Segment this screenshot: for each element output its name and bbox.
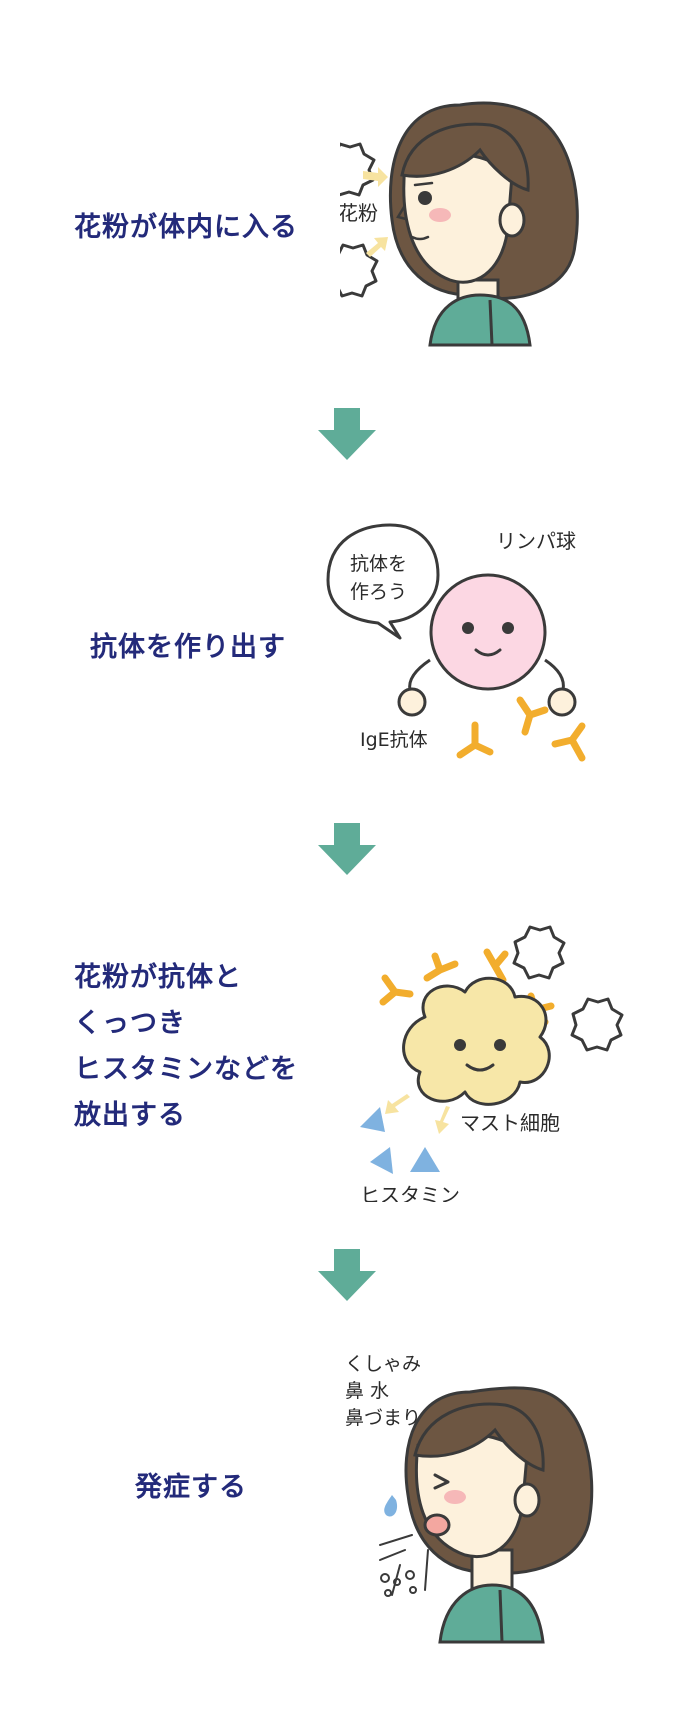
step-4-illustration: くしゃみ 鼻 水 鼻づまり [345, 1353, 594, 1644]
symptom-3: 鼻づまり [345, 1407, 421, 1429]
step-3-line-1: 花粉が抗体と [74, 962, 242, 993]
histamine-icon [360, 1107, 440, 1174]
down-arrow-icon [318, 823, 376, 875]
step-2-text: 抗体を作り出す [90, 625, 286, 671]
symptom-1: くしゃみ [345, 1353, 421, 1375]
down-arrow-icon [318, 408, 376, 460]
step-4-text: 発症する [135, 1465, 247, 1511]
mast-cell-label: マスト細胞 [460, 1111, 560, 1135]
step-2-illustration: 抗体を 作ろう リンパ球 IgE抗体 [326, 523, 586, 762]
pollen-label: 花粉 [340, 201, 378, 225]
step-4: 発症する くしゃみ 鼻 水 鼻づまり [0, 1330, 678, 1720]
ige-antibody-label: IgE抗体 [360, 729, 428, 751]
step-2: 抗体を作り出す 抗体を 作ろう リンパ球 IgE抗体 [0, 480, 678, 810]
step-2-line-1: 抗体を作り出す [90, 632, 286, 663]
lymphocyte-label: リンパ球 [496, 529, 576, 553]
step-3-illustration: マスト細胞 ヒスタミン [360, 925, 624, 1202]
mast-cell [402, 976, 551, 1106]
step-3-line-2: くっつき [74, 1008, 186, 1039]
step-4-line-1: 発症する [135, 1472, 247, 1503]
step-1-text: 花粉が体内に入る [74, 205, 298, 251]
pollen-icon [340, 142, 376, 197]
step-3-line-4: 放出する [74, 1100, 186, 1131]
symptom-2: 鼻 水 [345, 1380, 389, 1402]
lymphocyte-cell [429, 573, 547, 691]
speech-line-2: 作ろう [350, 581, 407, 603]
down-arrow-icon [318, 1249, 376, 1301]
histamine-label: ヒスタミン [360, 1183, 460, 1202]
step-3-line-3: ヒスタミンなどを [74, 1054, 298, 1085]
step-3: 花粉が抗体と くっつき ヒスタミンなどを 放出する マスト細胞 ヒスタミン [0, 900, 678, 1220]
step-3-text: 花粉が抗体と くっつき ヒスタミンなどを 放出する [74, 955, 298, 1139]
step-1-line-1: 花粉が体内に入る [74, 212, 298, 243]
step-1: 花粉が体内に入る 花粉 [0, 0, 678, 380]
pollen-icon [340, 243, 379, 298]
speech-line-1: 抗体を [350, 553, 407, 575]
antibody-icon [456, 696, 586, 762]
step-1-illustration: 花粉 [340, 101, 579, 347]
